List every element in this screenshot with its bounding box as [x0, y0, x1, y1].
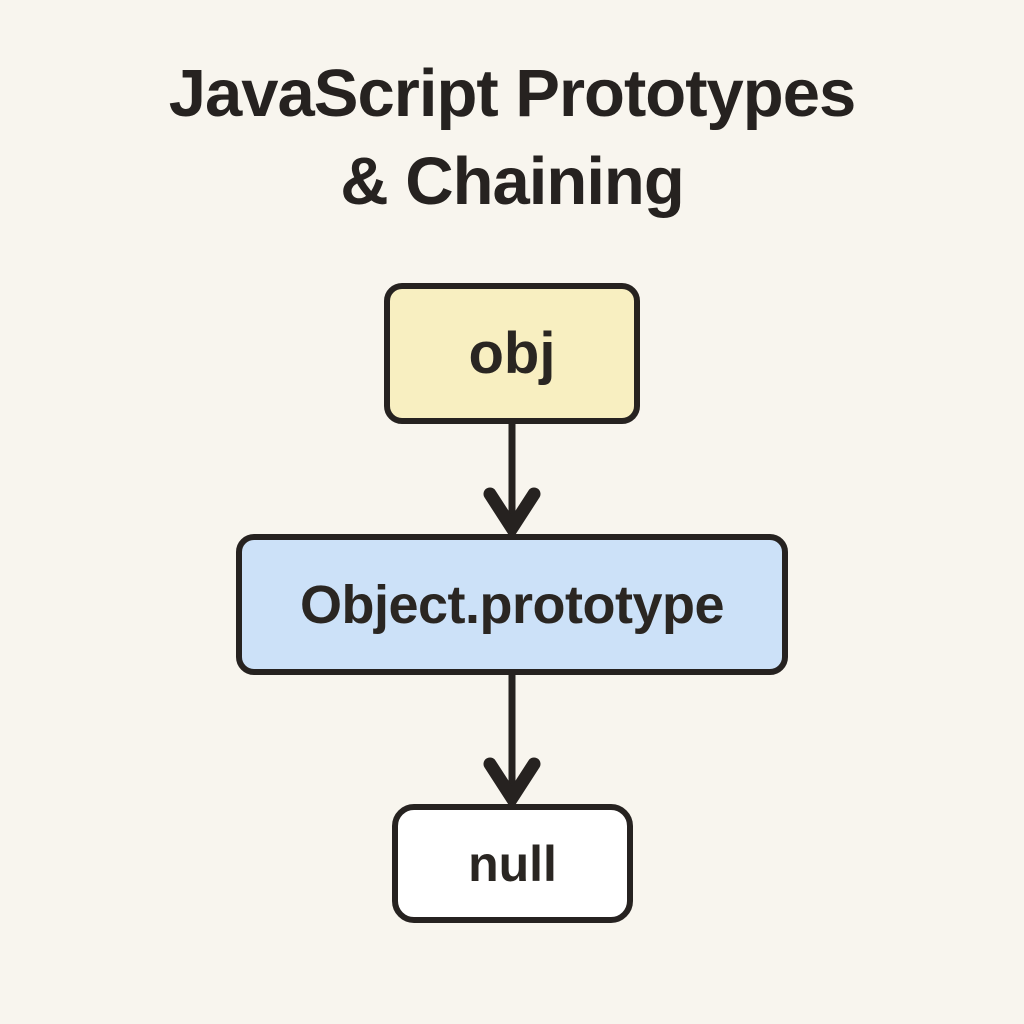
- title-line-2: & Chaining: [340, 144, 685, 220]
- arrow-down-icon: [480, 422, 544, 538]
- node-obj-label: obj: [468, 321, 556, 386]
- node-null: null: [392, 804, 633, 923]
- node-object-prototype: Object.prototype: [236, 534, 788, 675]
- page-title: JavaScript Prototypes & Chaining: [0, 50, 1024, 227]
- arrow-down-icon: [480, 673, 544, 808]
- node-obj: obj: [384, 283, 640, 424]
- node-object-prototype-label: Object.prototype: [299, 574, 725, 635]
- title-line-1: JavaScript Prototypes: [168, 56, 857, 131]
- node-null-label: null: [468, 835, 557, 892]
